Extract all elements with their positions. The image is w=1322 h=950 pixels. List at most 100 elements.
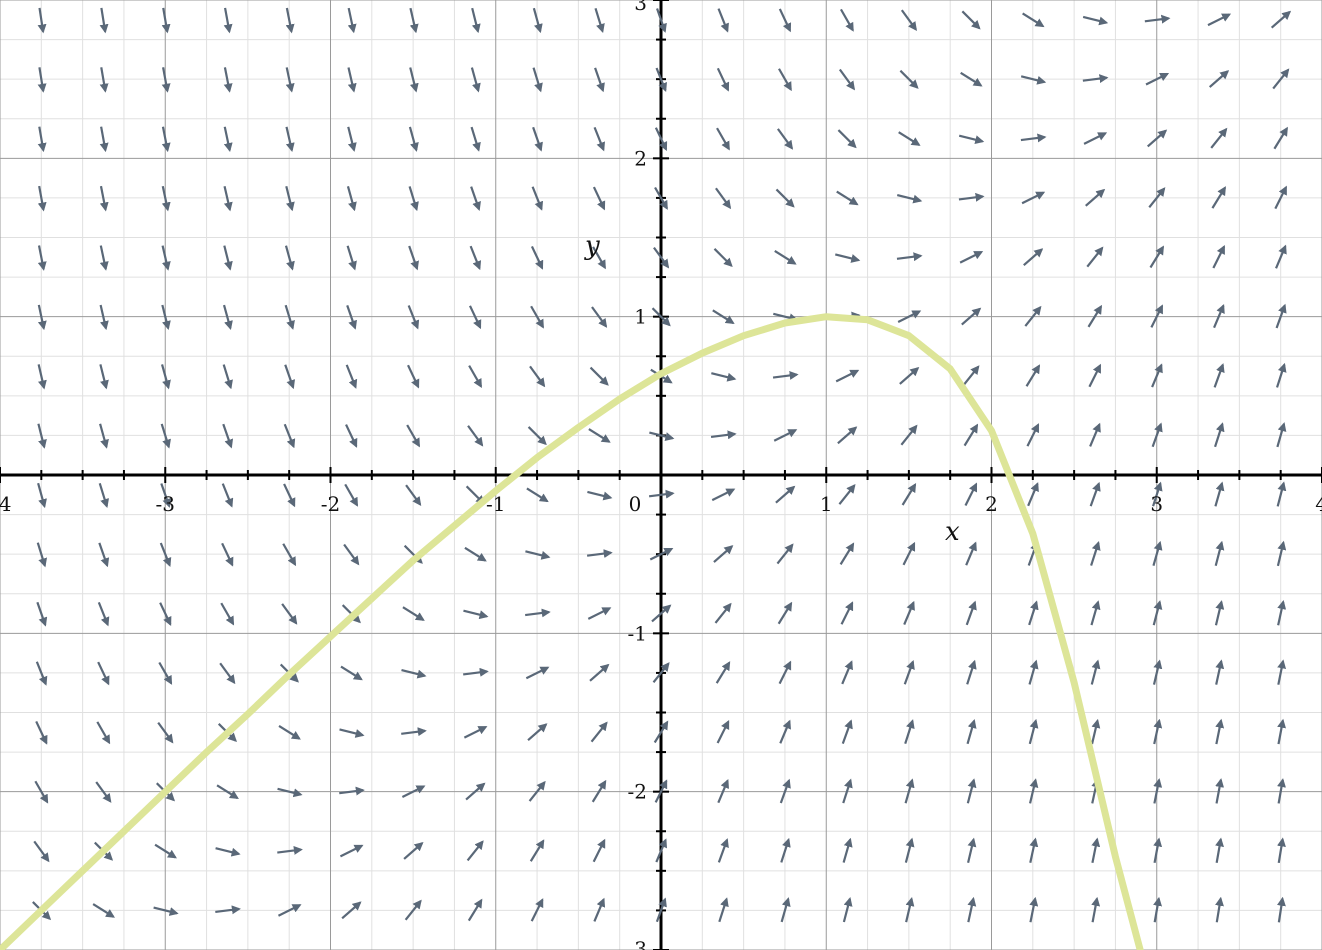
field-arrow [219, 662, 236, 685]
field-arrow [532, 126, 543, 152]
field-arrow [465, 782, 486, 801]
field-arrow [594, 67, 605, 93]
field-arrow [402, 606, 425, 621]
field-arrow [593, 897, 606, 922]
field-arrow [710, 430, 737, 440]
field-arrow [715, 187, 732, 210]
field-arrow [222, 423, 234, 449]
field-arrow [161, 126, 171, 153]
field-arrow [159, 602, 172, 627]
field-arrow [277, 787, 303, 798]
field-arrow [838, 68, 856, 91]
field-arrow [278, 724, 301, 740]
field-arrow [97, 601, 110, 627]
field-arrow [532, 7, 543, 34]
field-arrow [37, 364, 47, 390]
field-arrow [345, 364, 358, 389]
field-arrow [285, 186, 295, 212]
field-arrow [897, 310, 922, 324]
field-arrow [958, 192, 985, 202]
field-arrow [841, 660, 853, 685]
vector-field [32, 7, 1292, 923]
field-arrow [409, 7, 419, 34]
field-arrow [1090, 718, 1101, 745]
field-arrow [655, 67, 667, 92]
field-arrow [530, 898, 544, 922]
field-arrow [961, 10, 981, 30]
field-arrow [713, 545, 734, 563]
field-arrow [1090, 600, 1101, 626]
field-arrow [842, 837, 853, 863]
field-arrow [1277, 659, 1287, 685]
field-arrow [715, 661, 731, 684]
field-arrow [778, 8, 792, 33]
y-tick-label: 1 [634, 305, 647, 329]
field-arrow [1148, 187, 1166, 208]
field-arrow [902, 541, 916, 566]
field-arrow [837, 129, 857, 149]
field-arrow [1028, 659, 1039, 685]
field-arrow [1213, 363, 1225, 388]
field-arrow [1215, 718, 1225, 745]
field-arrow [161, 7, 171, 34]
field-arrow [284, 245, 295, 271]
field-arrow [157, 721, 174, 744]
field-arrow [717, 8, 729, 33]
field-arrow [401, 785, 426, 799]
field-arrow [403, 841, 424, 860]
field-arrow [346, 186, 357, 212]
field-arrow [37, 126, 47, 153]
field-arrow [1277, 778, 1286, 804]
x-tick-label: -3 [156, 492, 175, 516]
field-arrow [35, 661, 48, 686]
field-arrow [158, 661, 173, 685]
field-arrow [408, 245, 419, 271]
field-arrow [277, 845, 303, 855]
field-arrow [285, 67, 295, 93]
field-arrow [401, 668, 427, 679]
field-arrow [97, 661, 110, 686]
field-arrow [99, 245, 109, 271]
field-arrow [37, 245, 47, 271]
field-arrow [215, 905, 241, 915]
field-arrow [160, 364, 171, 390]
field-arrow [37, 7, 47, 34]
field-arrow [717, 838, 729, 863]
field-arrow [468, 365, 483, 389]
field-arrow [779, 778, 791, 804]
field-arrow [1090, 541, 1101, 566]
solution-curve-layer [0, 313, 1144, 950]
field-arrow [346, 245, 357, 271]
field-arrow [223, 126, 233, 153]
field-arrow [463, 667, 489, 677]
field-arrow [527, 426, 547, 446]
field-arrow [1276, 481, 1287, 507]
field-arrow [160, 483, 172, 508]
field-arrow [958, 134, 985, 145]
field-arrow [1214, 600, 1225, 626]
field-arrow [1274, 185, 1288, 210]
field-arrow [903, 659, 915, 685]
field-arrow [99, 7, 109, 34]
field-arrow [834, 253, 861, 263]
field-arrow [776, 128, 794, 150]
y-tick-label: -1 [628, 621, 647, 645]
field-arrow [527, 723, 548, 742]
field-arrow [905, 896, 915, 923]
field-arrow [404, 899, 422, 921]
field-arrow [1151, 422, 1163, 448]
field-arrow [1029, 837, 1039, 864]
field-arrow [716, 127, 730, 151]
field-arrow [896, 252, 923, 262]
field-arrow [654, 127, 668, 152]
field-arrow [281, 603, 298, 625]
field-arrow [841, 719, 853, 744]
field-arrow [35, 720, 48, 745]
field-arrow [92, 903, 115, 918]
field-arrow [840, 601, 854, 625]
field-arrow [530, 245, 544, 270]
field-arrow [648, 489, 675, 499]
field-arrow [1027, 482, 1039, 507]
field-arrow [1087, 304, 1103, 328]
field-arrow [1022, 12, 1045, 28]
